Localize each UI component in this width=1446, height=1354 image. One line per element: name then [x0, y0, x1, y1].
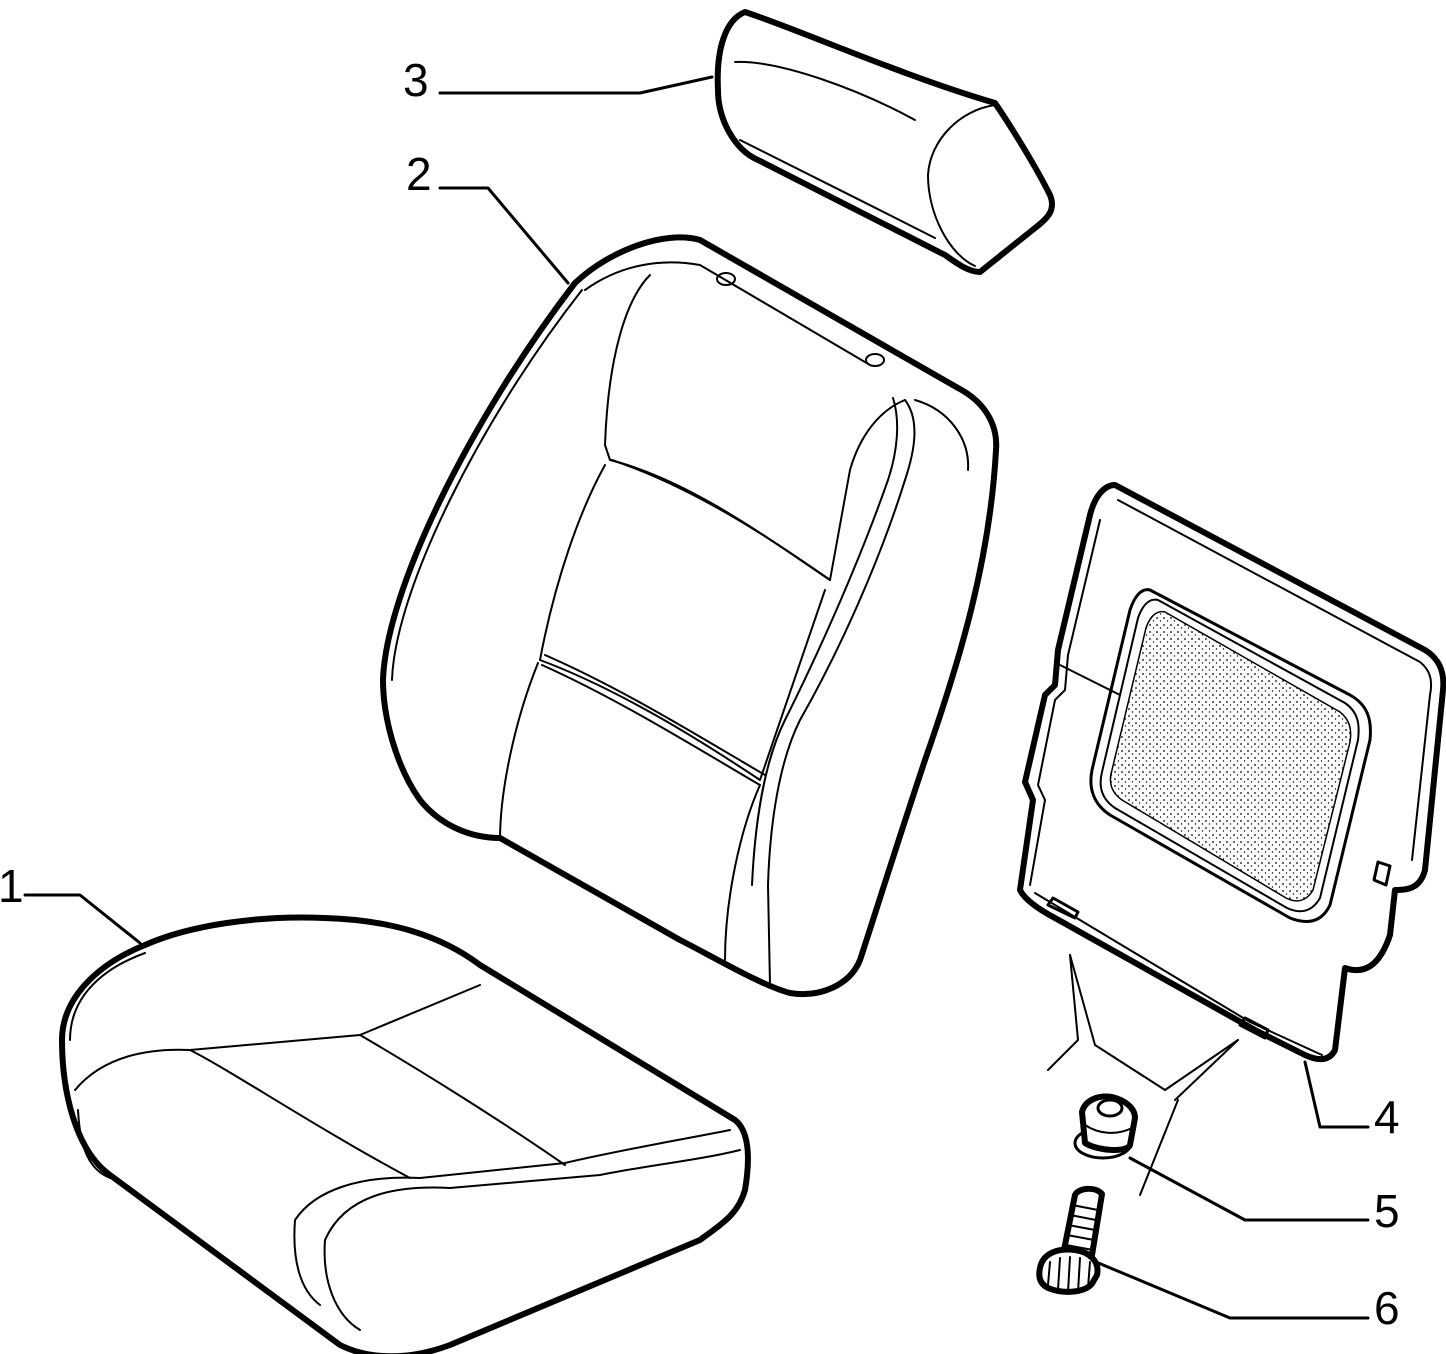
callout-4: 4 [1374, 1091, 1400, 1143]
callout-3: 3 [403, 54, 429, 106]
leader-lines [23, 75, 1370, 1320]
leader-2 [438, 186, 570, 285]
leader-4 [1303, 1060, 1370, 1129]
callout-5: 5 [1374, 1185, 1400, 1237]
leader-5 [1128, 1156, 1370, 1222]
headrest-part [714, 9, 1056, 275]
assembly-guide-lines [1047, 954, 1239, 1196]
callout-labels: 1 2 3 4 5 6 [0, 54, 1400, 1334]
callout-2: 2 [406, 148, 432, 200]
leader-3 [438, 75, 714, 95]
rear-panel-part [1017, 482, 1446, 1063]
screw-part [1036, 1185, 1105, 1295]
callout-6: 6 [1374, 1282, 1400, 1334]
callout-1: 1 [0, 860, 24, 912]
backrest-part [380, 234, 1000, 997]
leader-6 [1094, 1260, 1370, 1320]
leader-1 [23, 893, 142, 945]
seat-cushion-part [59, 914, 751, 1354]
bush-part [1073, 1093, 1138, 1160]
